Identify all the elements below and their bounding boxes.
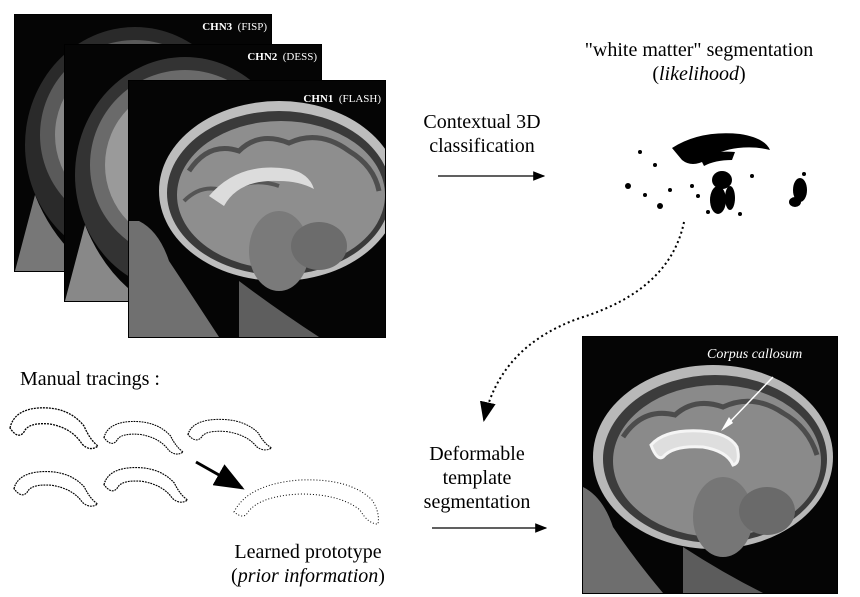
corpus-callosum-label: Corpus callosum bbox=[707, 347, 803, 362]
mri-head-image bbox=[129, 101, 385, 337]
mri-channel-1: CHN1 (FLASH) bbox=[128, 80, 386, 338]
learned-prototype-tracing bbox=[233, 479, 379, 525]
prototype-arrow bbox=[195, 460, 245, 490]
manual-tracing bbox=[103, 420, 184, 455]
manual-tracing bbox=[13, 470, 99, 507]
manual-tracing bbox=[103, 466, 189, 503]
final-segmentation-mri: Corpus callosum bbox=[582, 336, 838, 594]
manual-tracings-label: Manual tracings : bbox=[20, 368, 160, 390]
channel-2-label: CHN2 (DESS) bbox=[247, 51, 317, 63]
channel-1-label: CHN1 (FLASH) bbox=[303, 93, 381, 105]
manual-tracing bbox=[187, 418, 273, 451]
manual-tracing bbox=[9, 407, 99, 450]
segmentation-result-caption: "white matter" segmentation (likelihood) bbox=[584, 39, 814, 85]
deformable-caption: Deformable template segmentation bbox=[423, 443, 531, 513]
classification-caption: Contextual 3D classification bbox=[423, 111, 541, 157]
mri-head-image bbox=[583, 365, 833, 593]
channel-3-label: CHN3 (FISP) bbox=[202, 21, 267, 33]
prototype-caption: Learned prototype (prior information) bbox=[231, 541, 385, 587]
dotted-flow-arrow bbox=[479, 221, 685, 422]
